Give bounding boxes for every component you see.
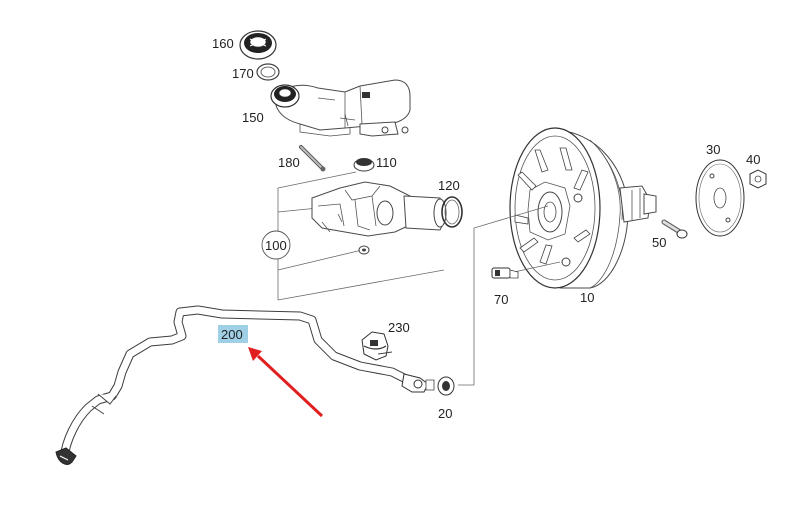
pin-180[interactable]: [299, 145, 326, 172]
callout-40[interactable]: 40: [746, 152, 760, 167]
brake-booster-10[interactable]: [509, 127, 657, 289]
bolt-50[interactable]: [661, 219, 688, 239]
seal-ring-170[interactable]: [256, 63, 280, 81]
master-cylinder-100[interactable]: [311, 181, 447, 255]
callout-180[interactable]: 180: [278, 155, 300, 170]
callout-50[interactable]: 50: [652, 235, 666, 250]
grommet-20[interactable]: [437, 376, 455, 396]
reservoir-cap-160[interactable]: [239, 30, 277, 60]
gasket-30[interactable]: [695, 159, 745, 237]
callout-30[interactable]: 30: [706, 142, 720, 157]
brake-fluid-reservoir-150[interactable]: [270, 79, 411, 137]
callout-10[interactable]: 10: [580, 290, 594, 305]
highlight-arrow: [248, 347, 324, 418]
hose-clip-230[interactable]: [361, 331, 393, 361]
callout-230[interactable]: 230: [388, 320, 410, 335]
vacuum-hose-200[interactable]: [55, 305, 435, 465]
seal-ring-120[interactable]: [441, 196, 463, 228]
callout-20[interactable]: 20: [438, 406, 452, 421]
highlight-box-200: [218, 325, 248, 343]
callout-200[interactable]: 200: [221, 327, 243, 342]
callout-100[interactable]: 100: [265, 238, 287, 253]
grommet-110[interactable]: [353, 158, 375, 172]
callout-170[interactable]: 170: [232, 66, 254, 81]
callout-120[interactable]: 120: [438, 178, 460, 193]
vacuum-sensor-70[interactable]: [491, 261, 561, 279]
callout-circle-100: [261, 230, 291, 260]
callout-110[interactable]: 110: [376, 155, 397, 170]
nut-40[interactable]: [749, 169, 767, 189]
callout-70[interactable]: 70: [494, 292, 508, 307]
callout-150[interactable]: 150: [242, 110, 264, 125]
booster-leader-line: [458, 205, 549, 386]
callout-160[interactable]: 160: [212, 36, 234, 51]
